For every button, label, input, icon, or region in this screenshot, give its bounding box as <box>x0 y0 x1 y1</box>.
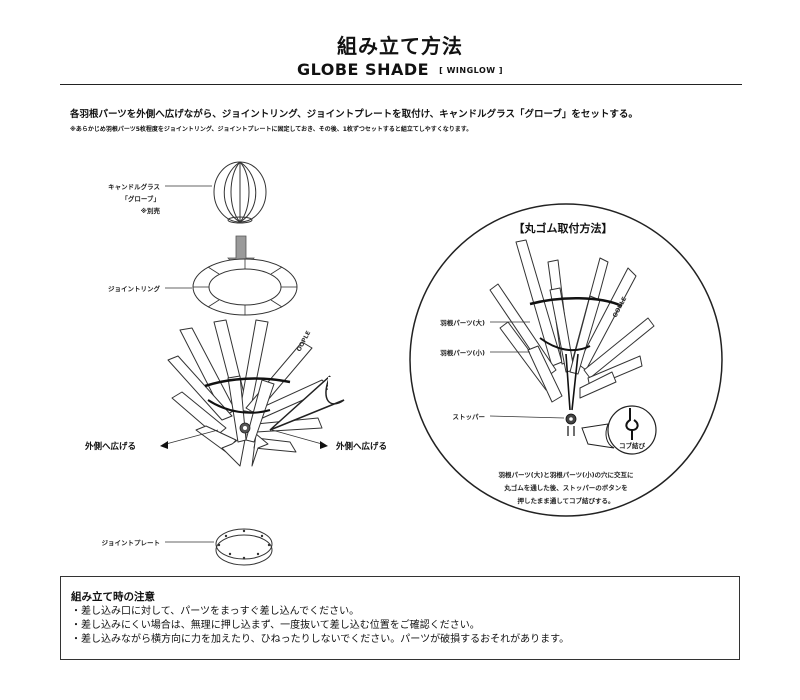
joint-plate <box>215 528 273 566</box>
callout-join-mask <box>328 377 348 397</box>
shade-assembly <box>167 319 331 467</box>
spread-left-label: 外側へ広げる <box>84 441 136 452</box>
joint-ring <box>192 258 298 316</box>
stopper-label: ストッパー <box>453 412 486 421</box>
notice-item: ・差し込みにくい場合は、無理に押し込まず、一度抜いて差し込む位置をご確認ください… <box>71 620 480 631</box>
product-name: GLOBE SHADE [ WINGLOW ] <box>0 60 800 79</box>
center-hub <box>239 422 251 434</box>
instruction-lead: 各羽根パーツを外側へ広げながら、ジョイントリング、ジョイントプレートを取付け、キ… <box>70 109 638 120</box>
assembly-notice-box: 組み立て時の注意 ・差し込み口に対して、パーツをまっすぐ差し込んでください。 ・… <box>60 576 740 660</box>
globe-label-1: キャンドルグラス <box>108 182 160 191</box>
elastic-band-upper <box>204 377 291 388</box>
title-divider <box>60 84 742 85</box>
knot-label: コブ結び <box>619 441 646 450</box>
elastic-band-lower <box>207 399 271 414</box>
stopper-leader <box>489 415 565 419</box>
notice-item: ・差し込みながら横方向に力を加えたり、ひねったりしないでください。パーツが破損す… <box>71 634 570 645</box>
knot-icon <box>625 408 639 440</box>
spread-right-line <box>271 429 323 445</box>
instruction-note: ※あらかじめ羽根パーツ5枚程度をジョイントリング、ジョイントプレートに固定してお… <box>70 126 473 133</box>
globe-label-2: 「グローブ」 <box>121 194 160 203</box>
plate-label: ジョイントプレート <box>102 538 161 547</box>
large-part-label: 羽根パーツ(大) <box>440 318 485 327</box>
ring-label: ジョイントリング <box>108 284 161 293</box>
detail-shade <box>489 239 655 403</box>
globe-label-3: ※別売 <box>141 206 161 215</box>
detail-title: 【丸ゴム取付方法】 <box>514 221 613 235</box>
detail-desc-line2: 丸ゴムを通した後、ストッパーのボタンを <box>503 483 628 492</box>
stopper-icon <box>565 413 577 436</box>
detail-band-upper <box>529 297 623 308</box>
spread-right-arrow-icon <box>320 441 328 449</box>
spread-left-arrow-icon <box>160 441 168 449</box>
spread-right-label: 外側へ広げる <box>335 441 387 452</box>
brand-label: [ WINGLOW ] <box>439 66 504 75</box>
detail-desc-line3: 押したまま通してコブ結びする。 <box>517 496 614 505</box>
spread-left-line <box>165 429 219 445</box>
notice-item: ・差し込み口に対して、パーツをまっすぐ差し込んでください。 <box>71 606 360 617</box>
knot-callout-pointer <box>581 423 615 449</box>
small-part-label: 羽根パーツ(小) <box>440 348 485 357</box>
product-name-text: GLOBE SHADE <box>296 60 430 79</box>
assembly-diagram: キャンドルグラス 「グローブ」 ※別売 ジョイントリング <box>84 161 723 566</box>
notice-title: 組み立て時の注意 <box>71 591 155 603</box>
detail-band-lower <box>539 337 591 352</box>
detail-desc-line1: 羽根パーツ(大)と羽根パーツ(小)の穴に交互に <box>498 470 633 479</box>
candle-globe <box>213 161 267 224</box>
page-title: 組み立て方法 <box>337 34 463 58</box>
callout-pointer <box>269 375 345 431</box>
elastic-cord <box>565 353 579 411</box>
